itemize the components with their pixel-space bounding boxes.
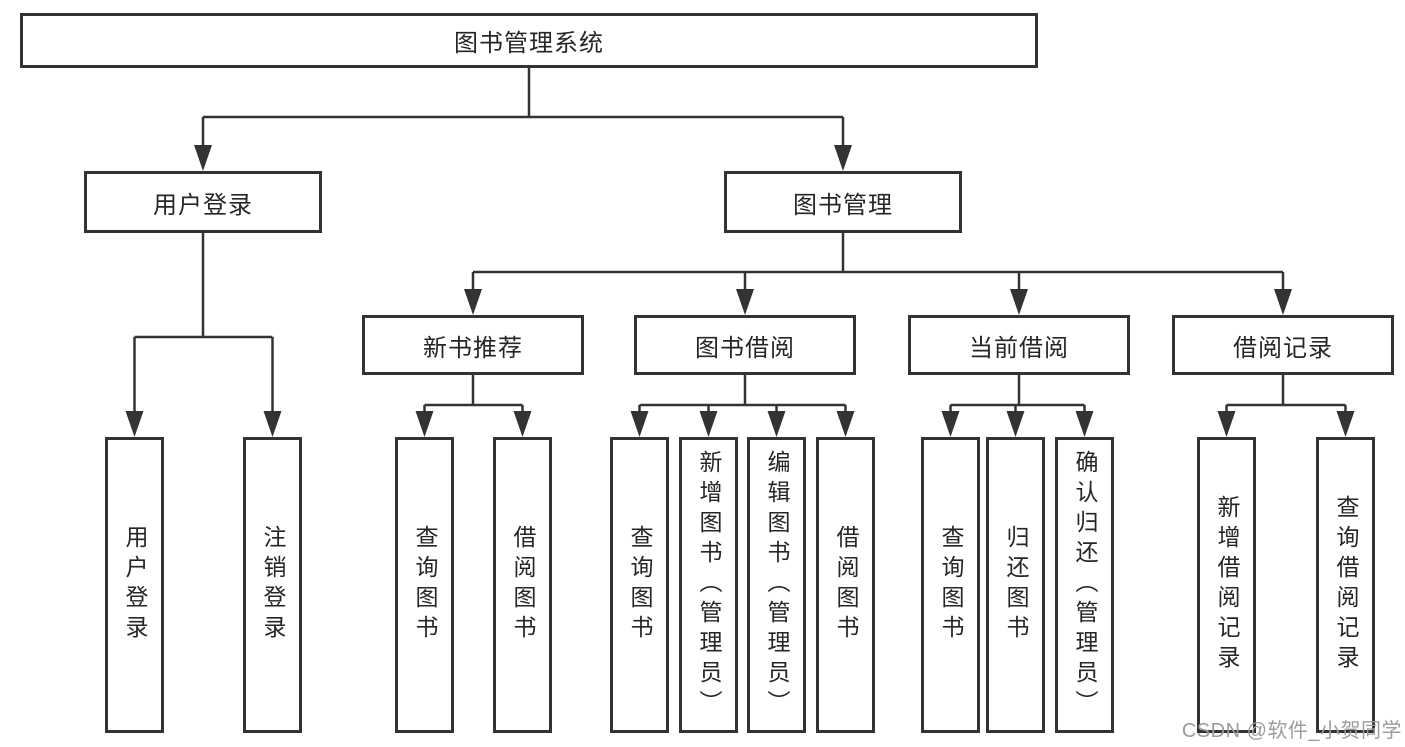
leaf-query-borrow-record: 查询借阅记录	[1316, 437, 1375, 733]
leaf-query-book-borrow: 查询图书	[610, 437, 669, 733]
leaf-borrow-book: 借阅图书	[816, 437, 875, 733]
leaf-confirm-return-admin: 确认归还（管理员）	[1055, 437, 1114, 733]
node-book-management: 图书管理	[724, 171, 962, 233]
node-borrow-record: 借阅记录	[1172, 315, 1394, 375]
node-book-borrow: 图书借阅	[634, 315, 856, 375]
node-user-login: 用户登录	[84, 171, 322, 233]
leaf-logout: 注销登录	[243, 437, 302, 733]
connector-book-borrow	[630, 375, 855, 437]
leaf-borrow-book-recommend: 借阅图书	[493, 437, 552, 733]
connector-borrow-record	[1217, 375, 1355, 437]
leaf-add-borrow-record: 新增借阅记录	[1197, 437, 1256, 733]
leaf-user-login: 用户登录	[105, 437, 164, 733]
node-current-borrow: 当前借阅	[908, 315, 1130, 375]
connector-user-login	[125, 233, 282, 437]
node-root-system: 图书管理系统	[20, 13, 1038, 68]
node-new-book-recommend: 新书推荐	[362, 315, 584, 375]
connector-new-book-recommend	[415, 375, 532, 437]
leaf-edit-book-admin: 编辑图书（管理员）	[747, 437, 806, 733]
connector-book-management	[464, 233, 1292, 315]
connector-current-borrow	[941, 375, 1094, 437]
connector-root	[194, 68, 852, 171]
leaf-add-book-admin: 新增图书（管理员）	[679, 437, 738, 733]
leaf-query-book-recommend: 查询图书	[395, 437, 454, 733]
leaf-query-book-current: 查询图书	[921, 437, 980, 733]
csdn-watermark: CSDN @软件_小贺同学	[1181, 720, 1402, 742]
leaf-return-book: 归还图书	[986, 437, 1045, 733]
